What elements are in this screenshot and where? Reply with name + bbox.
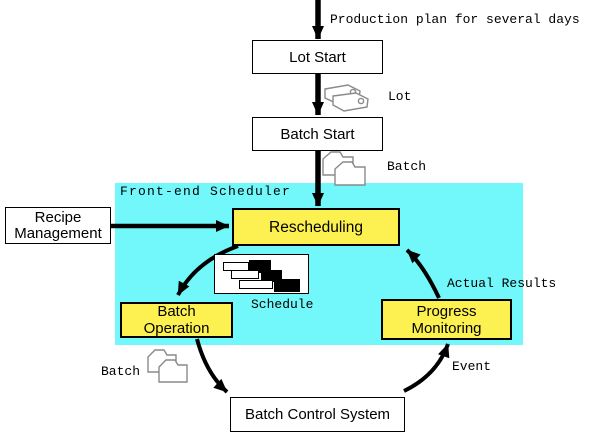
schedule-label: Schedule bbox=[251, 297, 314, 312]
rescheduling-node: Rescheduling bbox=[232, 208, 400, 246]
recipe-management-label: Recipe Management bbox=[14, 208, 102, 242]
batch-start-node: Batch Start bbox=[252, 117, 383, 151]
batch-operation-line2: Operation bbox=[143, 320, 210, 337]
gantt-bar bbox=[231, 270, 259, 279]
recipe-line2: Management bbox=[14, 224, 102, 242]
batch-in-label: Batch bbox=[387, 159, 427, 174]
actual-results-label: Actual Results bbox=[447, 276, 557, 291]
arrow-bcs-to-progress-monitoring bbox=[403, 343, 450, 393]
batch-folders-icon bbox=[322, 151, 366, 186]
recipe-line1: Recipe bbox=[34, 208, 82, 226]
batch-control-system-node: Batch Control System bbox=[230, 397, 405, 432]
batch-folders-icon-bottom bbox=[147, 349, 188, 383]
batch-start-label: Batch Start bbox=[280, 125, 355, 143]
gantt-bar bbox=[239, 280, 273, 289]
lot-tag-icon bbox=[324, 84, 369, 112]
rescheduling-label: Rescheduling bbox=[269, 218, 363, 236]
progress-line1: Progress bbox=[416, 302, 477, 320]
front-end-scheduler-label: Front-end Scheduler bbox=[120, 184, 292, 199]
event-label: Event bbox=[452, 359, 492, 374]
recipe-management-node: Recipe Management bbox=[5, 207, 111, 244]
gantt-bar bbox=[274, 279, 300, 292]
production-plan-label: Production plan for several days bbox=[330, 12, 580, 27]
lot-start-label: Lot Start bbox=[289, 48, 346, 66]
arrow-batch-operation-to-bcs bbox=[195, 338, 229, 394]
lot-start-node: Lot Start bbox=[252, 40, 383, 74]
batch-control-system-label: Batch Control System bbox=[244, 406, 391, 423]
progress-monitoring-node: Progress Monitoring bbox=[381, 299, 512, 340]
batch-operation-node: Batch Operation bbox=[120, 302, 233, 338]
gantt-bar bbox=[249, 260, 271, 273]
lot-label: Lot bbox=[388, 89, 412, 104]
batch-out-label: Batch bbox=[101, 364, 141, 379]
schedule-gantt-icon bbox=[214, 254, 309, 294]
batch-operation-line1: Batch bbox=[157, 303, 196, 320]
batch-operation-label: Batch Operation bbox=[144, 303, 210, 337]
progress-line2: Monitoring bbox=[411, 319, 482, 337]
progress-monitoring-label: Progress Monitoring bbox=[411, 303, 481, 337]
